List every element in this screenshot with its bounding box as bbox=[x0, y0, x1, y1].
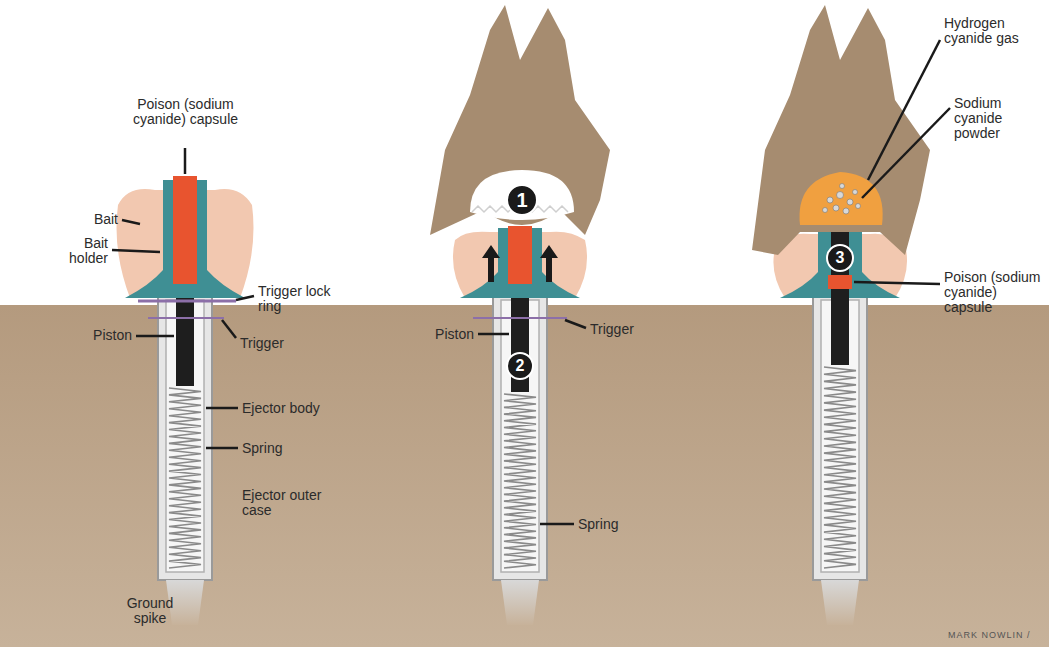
callout-number: 1 bbox=[516, 189, 527, 212]
part-label: Bait bbox=[94, 212, 118, 227]
part-label: Spring bbox=[242, 441, 282, 456]
part-label: Trigger bbox=[590, 322, 634, 337]
leader bbox=[184, 148, 187, 174]
device-2 bbox=[430, 5, 610, 625]
mouth bbox=[470, 170, 574, 220]
part-label: Ground spike bbox=[118, 596, 182, 626]
credit-text: MARK NOWLIN / bbox=[948, 630, 1031, 640]
gas-cloud bbox=[800, 172, 883, 225]
ground-spike bbox=[501, 580, 539, 625]
capsule bbox=[508, 226, 532, 284]
capsule bbox=[828, 275, 852, 289]
trigger bbox=[148, 317, 224, 319]
trigger bbox=[473, 317, 567, 319]
capsule bbox=[173, 176, 197, 284]
part-label: Poison (sodium cyanide) capsule bbox=[128, 97, 243, 127]
coyote-head bbox=[752, 5, 930, 255]
part-label: Trigger lock ring bbox=[258, 284, 338, 314]
spring-coil bbox=[504, 394, 536, 568]
bait bbox=[773, 234, 907, 298]
spring-coil bbox=[169, 388, 201, 568]
piston bbox=[176, 290, 194, 386]
callout-circle: 2 bbox=[506, 352, 534, 380]
callout-circle: 1 bbox=[506, 184, 538, 216]
part-label: Spring bbox=[578, 517, 618, 532]
pull-arrows bbox=[482, 245, 558, 282]
part-label: Trigger bbox=[240, 336, 284, 351]
powder bbox=[823, 184, 861, 215]
ground-spike bbox=[821, 580, 859, 625]
part-label: Ejector body bbox=[242, 401, 320, 416]
spring bbox=[824, 367, 856, 568]
part-label: Hydrogen cyanide gas bbox=[944, 16, 1034, 46]
leader-lines-2 bbox=[478, 320, 586, 524]
callout-number: 3 bbox=[836, 249, 845, 267]
spring bbox=[169, 388, 201, 568]
part-label: Sodium cyanide powder bbox=[954, 96, 1039, 141]
part-label: Poison (sodium cyanide) capsule bbox=[944, 270, 1044, 315]
part-label: Ejector outer case bbox=[242, 488, 322, 518]
coyote-head bbox=[430, 5, 610, 235]
part-label: Bait holder bbox=[53, 236, 108, 266]
trigger-lock-ring bbox=[138, 300, 236, 303]
part-label: Piston bbox=[435, 327, 474, 342]
device-3 bbox=[752, 5, 930, 625]
leader-lines-3 bbox=[854, 40, 950, 284]
device-1 bbox=[117, 176, 254, 625]
part-label: Piston bbox=[93, 328, 132, 343]
spring-coil bbox=[824, 367, 856, 568]
callout-circle: 3 bbox=[826, 244, 854, 272]
piston bbox=[831, 215, 849, 365]
leader-lines-1 bbox=[112, 148, 254, 448]
spring bbox=[504, 394, 536, 568]
callout-number: 2 bbox=[516, 357, 525, 375]
